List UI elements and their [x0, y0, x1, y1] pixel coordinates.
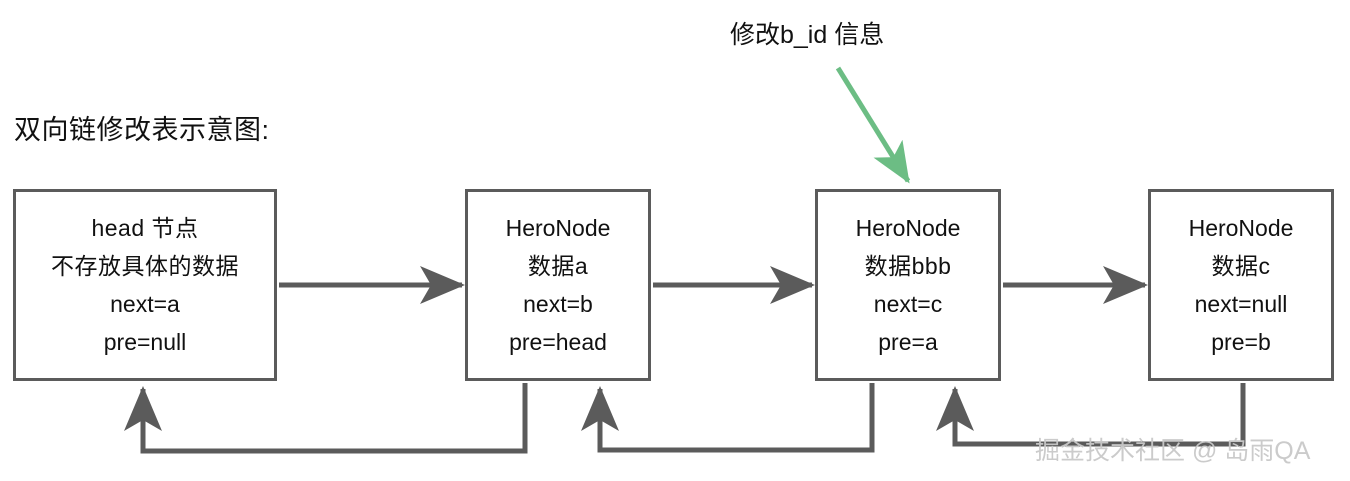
node-head-line-1: head 节点	[91, 215, 199, 241]
node-b-next: next=c	[873, 291, 943, 317]
node-b-pre: pre=a	[878, 329, 938, 355]
node-a-type: HeroNode	[505, 215, 611, 241]
pre-arrow-a-to-head	[124, 383, 528, 454]
callout-arrow	[835, 66, 911, 184]
node-c-type: HeroNode	[1188, 215, 1294, 241]
node-b-data: 数据bbb	[864, 253, 952, 279]
page-title: 双向链修改表示意图:	[14, 115, 270, 145]
node-a-pre: pre=head	[509, 329, 607, 355]
node-c-pre: pre=b	[1211, 329, 1271, 355]
node-c-data: 数据c	[1211, 253, 1271, 279]
node-b-type: HeroNode	[855, 215, 961, 241]
pre-arrow-c-to-b	[936, 383, 1246, 447]
node-b: HeroNode 数据bbb next=c pre=a	[815, 189, 1001, 381]
callout-label: 修改b_id 信息	[730, 21, 885, 49]
watermark: 掘金技术社区 @ 岛雨QA	[1035, 437, 1311, 465]
node-a: HeroNode 数据a next=b pre=head	[465, 189, 651, 381]
pre-arrow-b-to-a	[581, 383, 875, 453]
node-head-line-2: 不存放具体的数据	[51, 253, 239, 279]
node-head-pre: pre=null	[103, 329, 187, 355]
node-c-next: next=null	[1194, 291, 1288, 317]
node-head-next: next=a	[110, 291, 180, 317]
node-a-next: next=b	[523, 291, 593, 317]
node-head: head 节点 不存放具体的数据 next=a pre=null	[13, 189, 277, 381]
node-a-data: 数据a	[527, 253, 589, 279]
node-c: HeroNode 数据c next=null pre=b	[1148, 189, 1334, 381]
